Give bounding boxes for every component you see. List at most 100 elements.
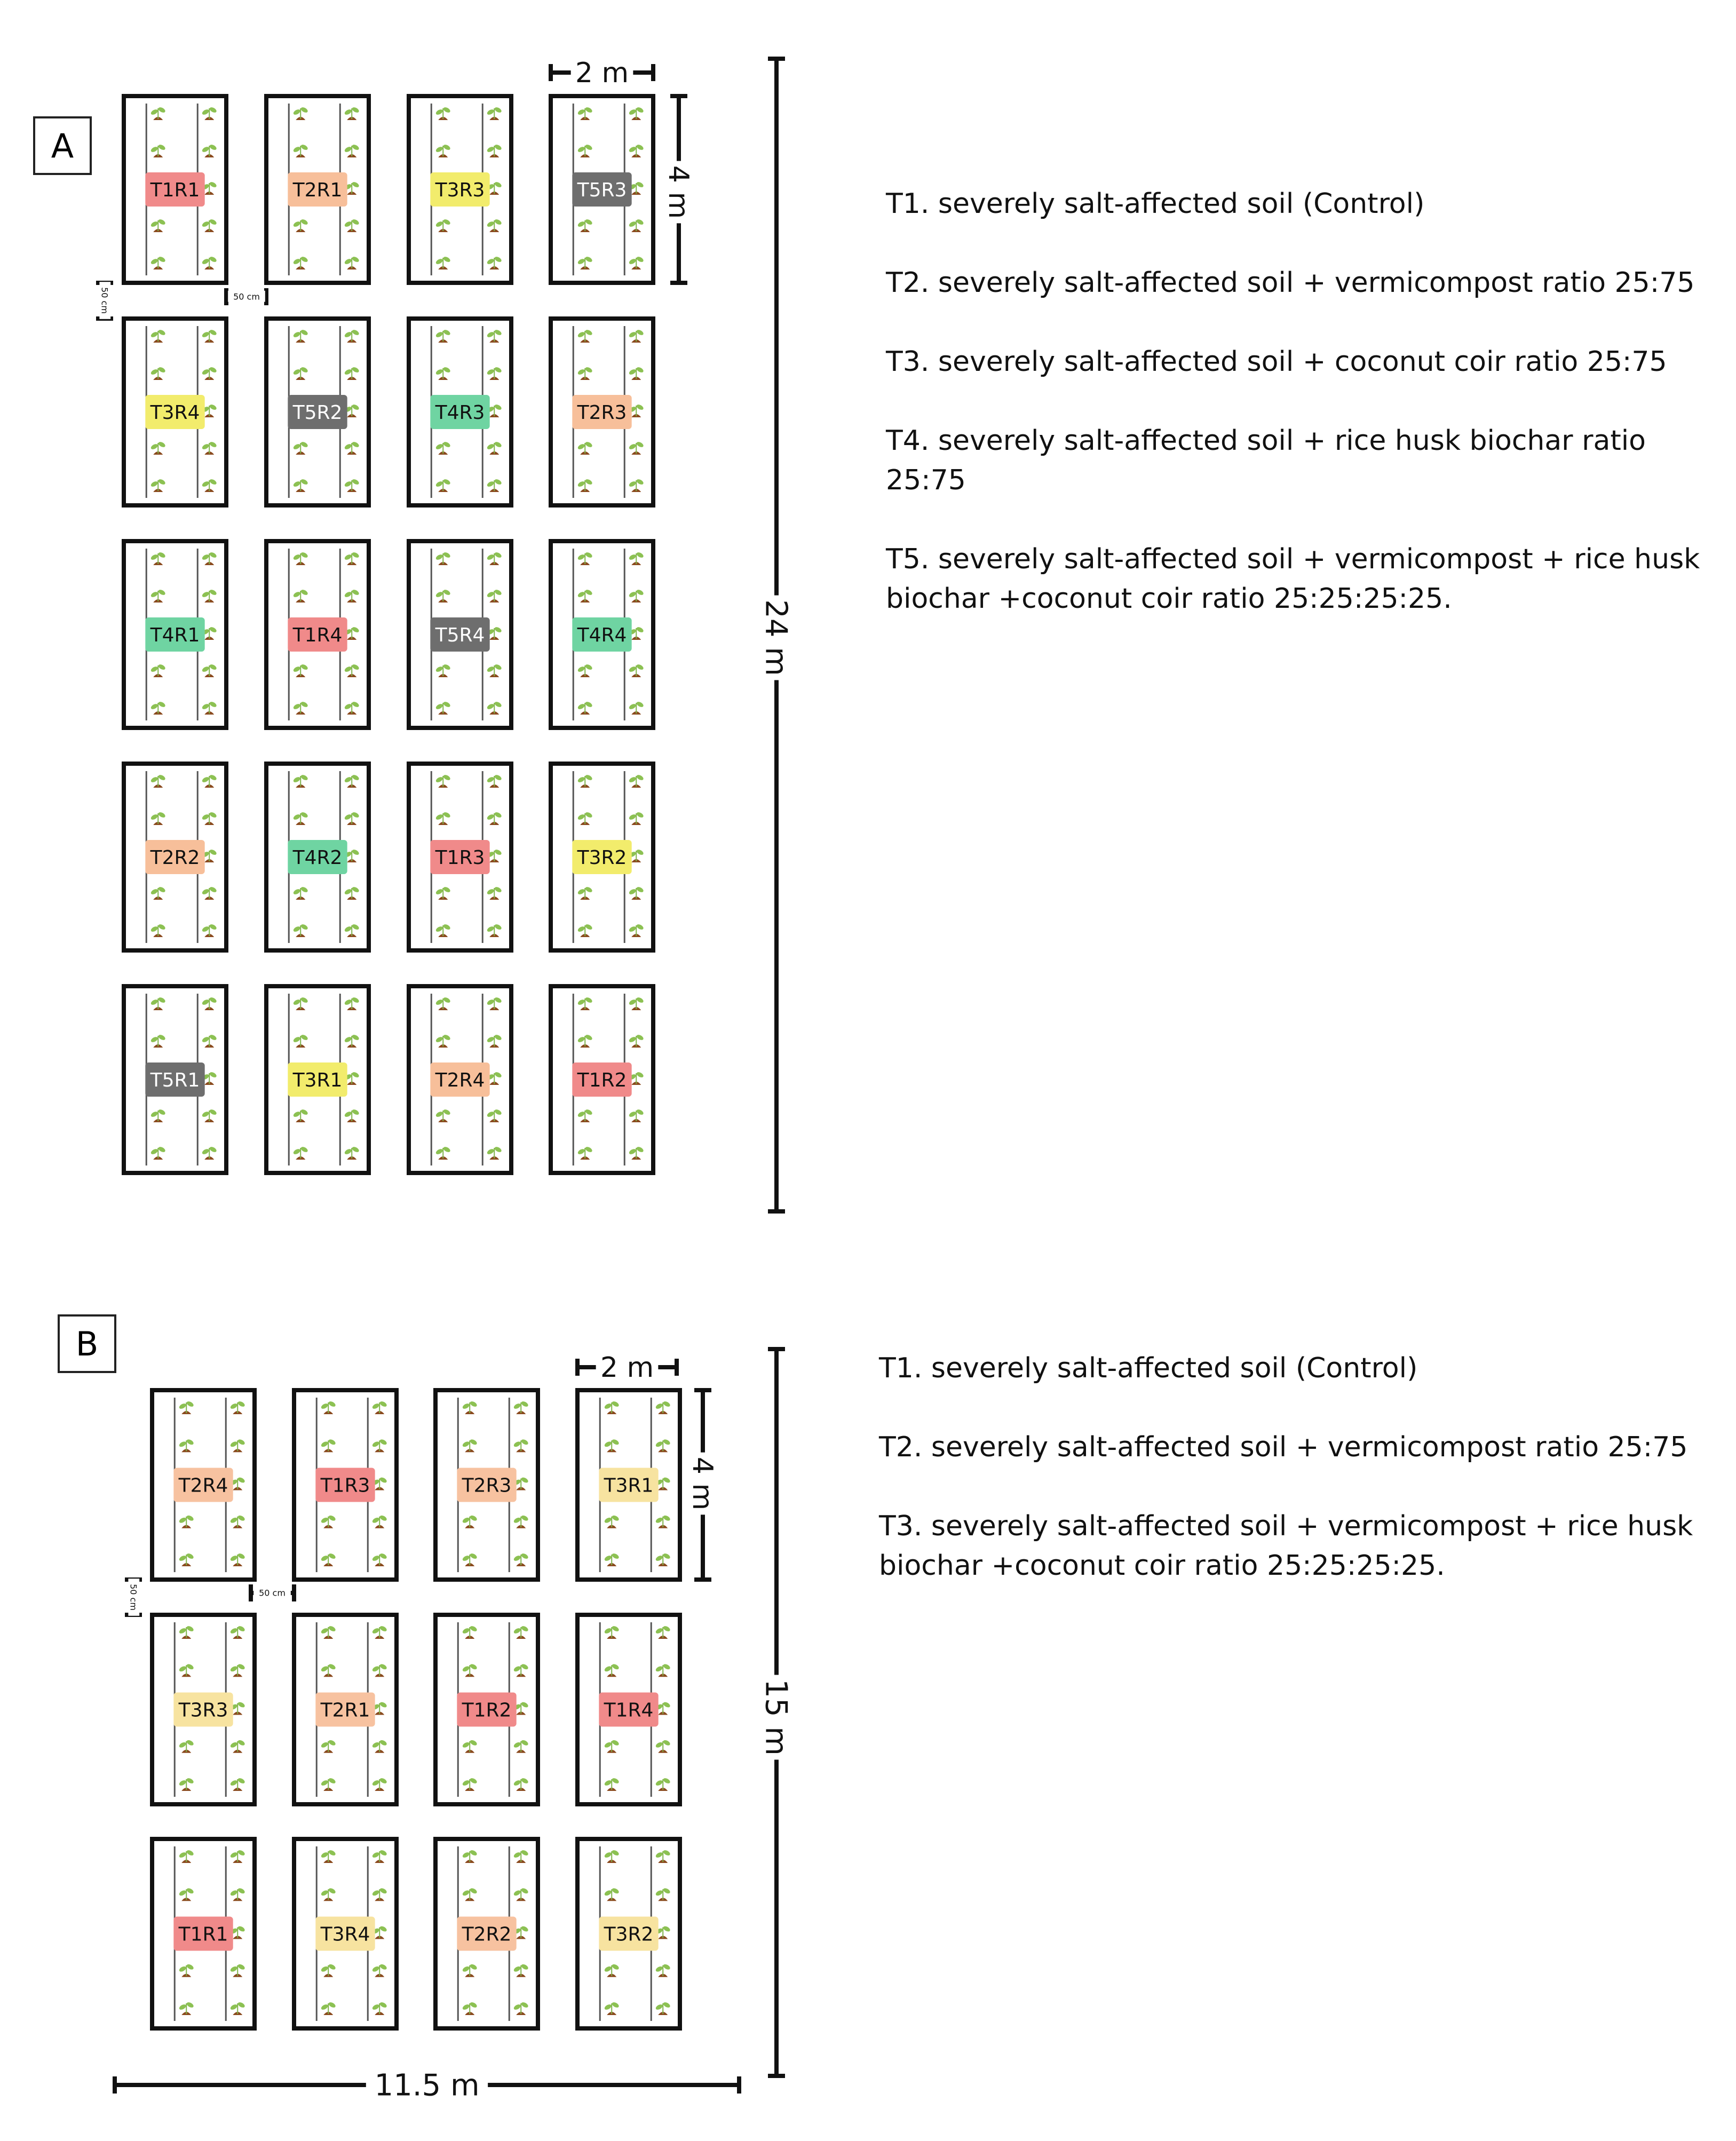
seedling-leaf: [636, 405, 644, 410]
seedling-leaf: [487, 592, 494, 597]
seedling-leaf: [612, 2002, 619, 2008]
plot: T1R1: [122, 94, 228, 285]
seedling-leaf: [513, 1441, 521, 1447]
seedling-leaf: [293, 1149, 300, 1154]
seedling-leaf: [230, 1556, 237, 1561]
plot-label: T5R2: [292, 402, 343, 424]
seedling-leaf: [604, 1742, 612, 1748]
plot: T3R2: [549, 762, 655, 953]
seedling-leaf: [344, 667, 352, 672]
seedling-leaf: [629, 889, 636, 894]
seedling-leaf: [379, 1401, 387, 1407]
dimension-label-bg: [570, 53, 633, 90]
seedling-leaf: [513, 1517, 521, 1523]
seedling-leaf: [636, 812, 644, 818]
seedling-leaf: [230, 2004, 237, 2010]
seedling-leaf: [612, 1740, 619, 1746]
seedling-leaf: [443, 330, 450, 335]
plot: T3R3: [407, 94, 513, 285]
seedling-leaf: [636, 145, 644, 150]
seedling-leaf: [328, 1850, 336, 1855]
seedling-leaf: [443, 812, 450, 818]
seedling-leaf: [663, 1401, 670, 1407]
plot-height-label-a-group: 4 m: [662, 161, 699, 224]
seedling-leaf: [521, 1553, 528, 1559]
seedling-leaf: [352, 257, 359, 262]
seedling-leaf: [521, 1926, 528, 1932]
seedling-leaf: [655, 1666, 663, 1672]
seedling-leaf: [636, 850, 644, 855]
seedling-leaf: [494, 479, 502, 485]
seedling-leaf: [655, 2004, 663, 2010]
seedling-leaf: [585, 812, 592, 818]
seedling-leaf: [521, 1477, 528, 1483]
seedling-leaf: [379, 1926, 387, 1932]
seedling-leaf: [521, 1964, 528, 1970]
plot: T1R4: [264, 539, 371, 730]
seedling-leaf: [379, 1439, 387, 1445]
seedling-leaf: [158, 257, 165, 262]
dimension-label-bg: [128, 1579, 140, 1616]
seedling-leaf: [328, 1778, 336, 1783]
seedling-leaf: [237, 1888, 245, 1894]
seedling-leaf: [328, 1439, 336, 1445]
seedling-leaf: [328, 1515, 336, 1521]
seedling-leaf: [487, 109, 494, 115]
seedling-leaf: [494, 664, 502, 670]
seedling-leaf: [435, 1037, 443, 1042]
seedling-leaf: [636, 664, 644, 670]
seedling-leaf: [435, 814, 443, 820]
plot: T3R1: [264, 984, 371, 1175]
seedling-leaf: [604, 2004, 612, 2010]
seedling-leaf: [300, 924, 308, 930]
seedling-leaf: [209, 442, 217, 447]
seedling-leaf: [328, 1740, 336, 1746]
plot-label: T3R2: [577, 847, 627, 869]
seedling-leaf: [344, 369, 352, 375]
seedling-leaf: [636, 924, 644, 930]
seedling-leaf: [344, 109, 352, 115]
treatment-label-bg: [145, 172, 205, 207]
seedling-leaf: [209, 552, 217, 558]
seedling-leaf: [321, 1890, 328, 1896]
seedling-leaf: [629, 814, 636, 820]
seedling-leaf: [462, 1556, 470, 1561]
seedling-leaf: [655, 1517, 663, 1523]
seedling-leaf: [293, 1000, 300, 1005]
seedling-leaf: [487, 1149, 494, 1154]
row-gap-label-a-group: 50 cm: [99, 282, 111, 319]
plot: T2R2: [122, 762, 228, 953]
seedling-leaf: [521, 1850, 528, 1855]
seedling-leaf: [344, 889, 352, 894]
seedling-leaf: [470, 1626, 477, 1631]
seedling-leaf: [577, 704, 585, 709]
seedling-leaf: [629, 444, 636, 449]
seedling-leaf: [202, 259, 209, 264]
seedling-leaf: [293, 667, 300, 672]
seedling-leaf: [352, 367, 359, 372]
seedling-leaf: [470, 1850, 477, 1855]
seedling-leaf: [443, 442, 450, 447]
seedling-leaf: [352, 924, 359, 930]
seedling-leaf: [521, 1626, 528, 1631]
seedling-leaf: [209, 145, 217, 150]
seedling-leaf: [230, 1966, 237, 1972]
seedling-leaf: [209, 367, 217, 372]
seedling-leaf: [521, 1515, 528, 1521]
seedling-leaf: [462, 1966, 470, 1972]
seedling-leaf: [352, 664, 359, 670]
seedling-leaf: [209, 257, 217, 262]
seedling-leaf: [585, 924, 592, 930]
seedling-leaf: [202, 1037, 209, 1042]
seedling-leaf: [487, 444, 494, 449]
seedling-leaf: [344, 592, 352, 597]
seedling-leaf: [300, 552, 308, 558]
seedling-leaf: [372, 1403, 379, 1409]
plot: T4R1: [122, 539, 228, 730]
seedling-leaf: [202, 889, 209, 894]
dimension-label-bg: [366, 2064, 488, 2103]
seedling-leaf: [150, 1037, 158, 1042]
plot-label: T1R2: [462, 1700, 512, 1722]
plot-label: T2R4: [435, 1069, 485, 1091]
seedling-leaf: [470, 1553, 477, 1559]
